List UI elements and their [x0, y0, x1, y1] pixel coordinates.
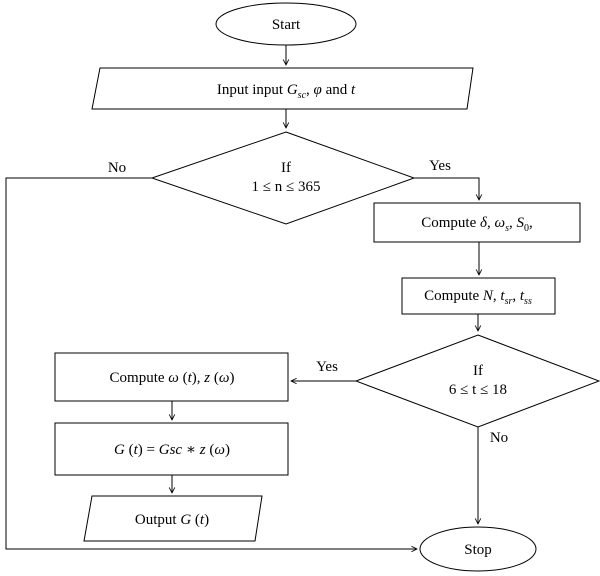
stop-label: Stop [464, 542, 492, 558]
output-label: Output G (t) [135, 512, 209, 528]
formula-label: G (t) = Gsc ∗ z (ω) [114, 442, 230, 458]
start-label: Start [272, 17, 301, 33]
decision1-yes-label: Yes [429, 158, 451, 174]
compute3-label: Compute ω (t), z (ω) [110, 370, 235, 386]
arrow-decision1-yes [414, 177, 479, 200]
stop-node: Stop [419, 526, 537, 572]
decision1-line1: If [281, 160, 291, 176]
compute2-node: Compute N, tsr, tss [401, 277, 556, 315]
compute1-label: Compute δ, ωs, S0, [421, 215, 532, 234]
decision1-line2: 1 ≤ n ≤ 365 [252, 179, 321, 195]
decision2-node: If 6 ≤ t ≤ 18 [354, 334, 600, 428]
input-node: Input input Gsc, φ and t [91, 67, 474, 110]
arrow-decision1-no [5, 177, 417, 549]
input-label: Input input Gsc, φ and t [217, 82, 356, 101]
compute3-node: Compute ω (t), z (ω) [54, 352, 289, 402]
decision1-no-label: No [108, 160, 126, 176]
formula-node: G (t) = Gsc ∗ z (ω) [54, 422, 289, 476]
output-node: Output G (t) [83, 495, 263, 542]
decision2-line1: If [473, 363, 483, 379]
compute1-node: Compute δ, ωs, S0, [373, 202, 581, 243]
decision1-node: If 1 ≤ n ≤ 365 [150, 131, 416, 225]
decision2-line2: 6 ≤ t ≤ 18 [449, 382, 507, 398]
start-node: Start [215, 2, 357, 46]
decision2-yes-label: Yes [316, 359, 338, 375]
compute2-label: Compute N, tsr, tss [424, 288, 532, 307]
decision2-no-label: No [490, 430, 508, 446]
